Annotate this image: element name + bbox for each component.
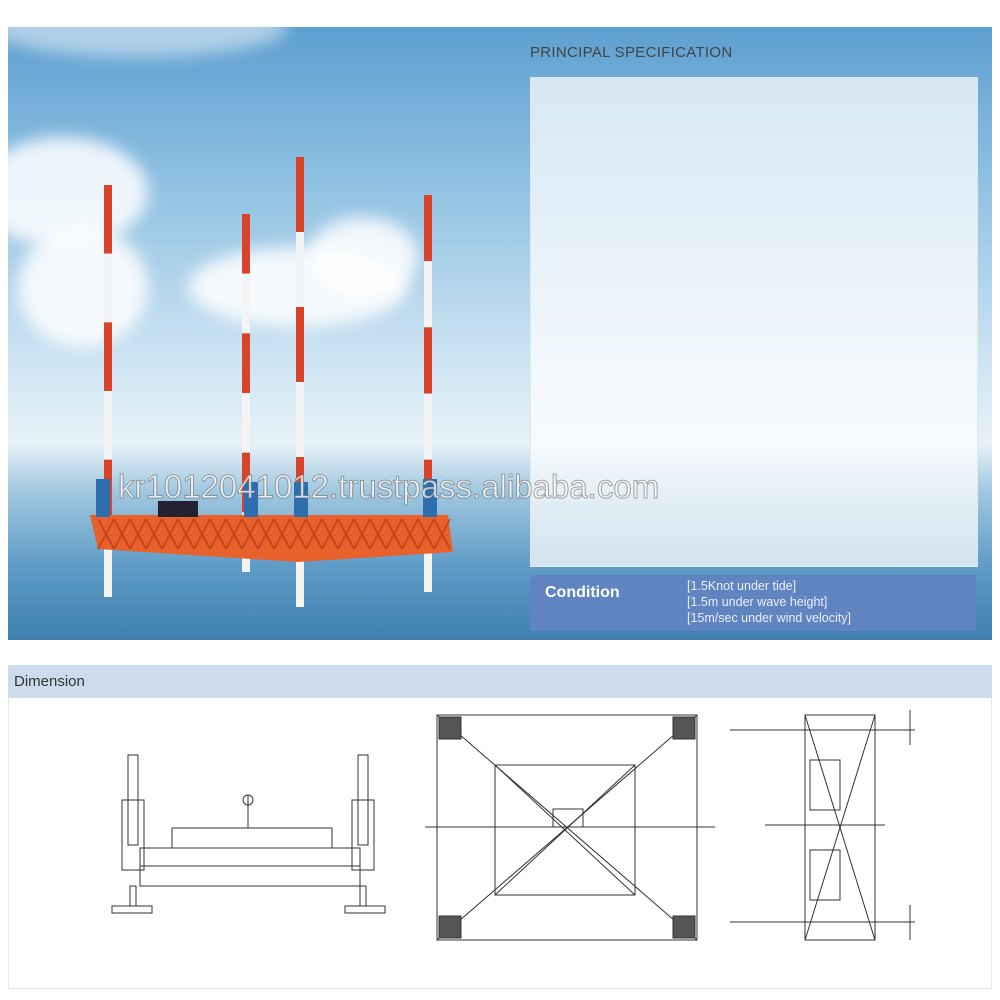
truss-brace [161, 518, 179, 550]
drawing-front-view [111, 754, 386, 914]
truss-brace [145, 518, 163, 550]
truss-brace [289, 518, 307, 550]
truss-brace [273, 518, 291, 550]
truss-brace [241, 518, 259, 550]
drawing-side-view [730, 710, 915, 941]
leg-segment [104, 528, 112, 597]
leg-segment [242, 273, 250, 334]
leg-segment [296, 307, 304, 382]
truss-brace [337, 518, 355, 550]
leg-segment [424, 525, 432, 592]
leg-segment [424, 261, 432, 328]
leg-segment [104, 322, 112, 391]
truss-brace [225, 518, 243, 550]
condition-lines: [1.5Knot under tide] [1.5m under wave he… [687, 578, 851, 626]
truss-brace [257, 518, 275, 550]
leg-segment [424, 327, 432, 394]
leg-segment [296, 232, 304, 307]
condition-label: Condition [545, 584, 620, 601]
truss-brace [401, 518, 419, 550]
truss-brace [353, 518, 371, 550]
dimension-drawings [8, 698, 992, 989]
dimension-title: Dimension [14, 673, 85, 690]
condition-bar: Condition [1.5Knot under tide] [1.5m und… [530, 575, 976, 631]
truss-brace [369, 518, 387, 550]
leg-segment [424, 195, 432, 262]
leg-segment [296, 157, 304, 232]
truss-brace [129, 518, 147, 550]
leg-segment [242, 214, 250, 274]
spec-panel [530, 77, 978, 567]
watermark: kr1012041012.trustpass.alibaba.com [117, 468, 660, 506]
truss-brace [417, 518, 435, 550]
truss-brace [321, 518, 339, 550]
truss-brace [385, 518, 403, 550]
dimension-header: Dimension [8, 665, 992, 698]
leg-segment [242, 333, 250, 393]
condition-wind: [15m/sec under wind velocity] [687, 611, 851, 625]
leg-segment [104, 185, 112, 254]
leg-segment [424, 393, 432, 460]
leg-segment [296, 382, 304, 457]
leg-segment [104, 391, 112, 460]
truss-brace [193, 518, 211, 550]
leg-segment [242, 393, 250, 453]
drawing-plan-view [425, 714, 715, 941]
truss-brace [209, 518, 227, 550]
leg-segment [104, 253, 112, 323]
condition-tide: [1.5Knot under tide] [687, 579, 797, 593]
leg-segment [296, 532, 304, 607]
truss-brace [305, 518, 323, 550]
truss-brace [177, 518, 195, 550]
spec-title: PRINCIPAL SPECIFICATION [530, 44, 733, 61]
truss-brace [97, 518, 115, 550]
condition-wave: [1.5m under wave height] [687, 595, 828, 609]
truss-brace [113, 518, 131, 550]
jackup-barge-illustration [90, 157, 453, 607]
truss-brace [433, 518, 451, 550]
